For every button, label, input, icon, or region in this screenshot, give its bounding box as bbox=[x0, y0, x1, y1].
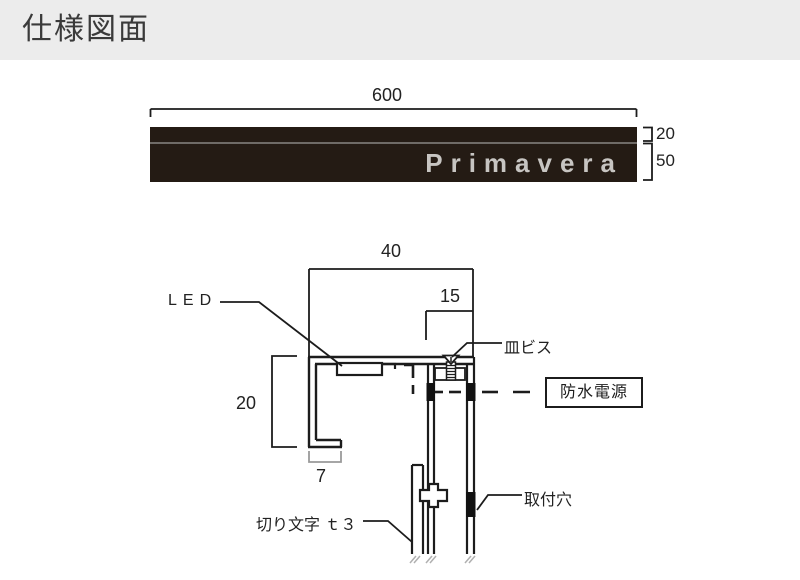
dim-text-20-return: 20 bbox=[236, 393, 257, 413]
panel-divider bbox=[150, 142, 637, 144]
header-band: 仕様図面 bbox=[0, 0, 800, 60]
countersunk-screw bbox=[434, 354, 466, 381]
leader-lines bbox=[220, 301, 522, 543]
dim-text-20-cap: 20 bbox=[656, 124, 675, 143]
sign-panel: Primavera bbox=[150, 127, 637, 182]
break-marks bbox=[409, 555, 476, 564]
bolt bbox=[418, 482, 449, 509]
screw-label: 皿ビス bbox=[504, 340, 553, 357]
brand-text: Primavera bbox=[425, 148, 623, 178]
dim-bracket-20-50 bbox=[643, 126, 653, 181]
dim-text-15: 15 bbox=[439, 286, 461, 306]
mounting-holes bbox=[426, 383, 476, 517]
led-module bbox=[335, 361, 397, 377]
waterproof-power-box: 防水電源 bbox=[545, 377, 643, 408]
dim-bracket-20-left bbox=[271, 355, 297, 448]
cut-letter-label: 切り文字 ｔ３ bbox=[256, 517, 357, 534]
led-label: LED bbox=[168, 292, 218, 309]
dim-text-600: 600 bbox=[371, 85, 403, 105]
dim-line-40 bbox=[308, 268, 474, 356]
dim-line-600 bbox=[149, 108, 638, 117]
page-title: 仕様図面 bbox=[22, 13, 150, 46]
face-plate bbox=[410, 463, 425, 554]
dim-line-15 bbox=[425, 310, 473, 340]
dim-text-50-face: 50 bbox=[656, 151, 675, 170]
dim-text-7: 7 bbox=[315, 466, 326, 486]
mounting-hole-label: 取付穴 bbox=[524, 492, 573, 509]
dim-text-40: 40 bbox=[380, 241, 402, 261]
dim-bracket-7 bbox=[308, 451, 342, 463]
